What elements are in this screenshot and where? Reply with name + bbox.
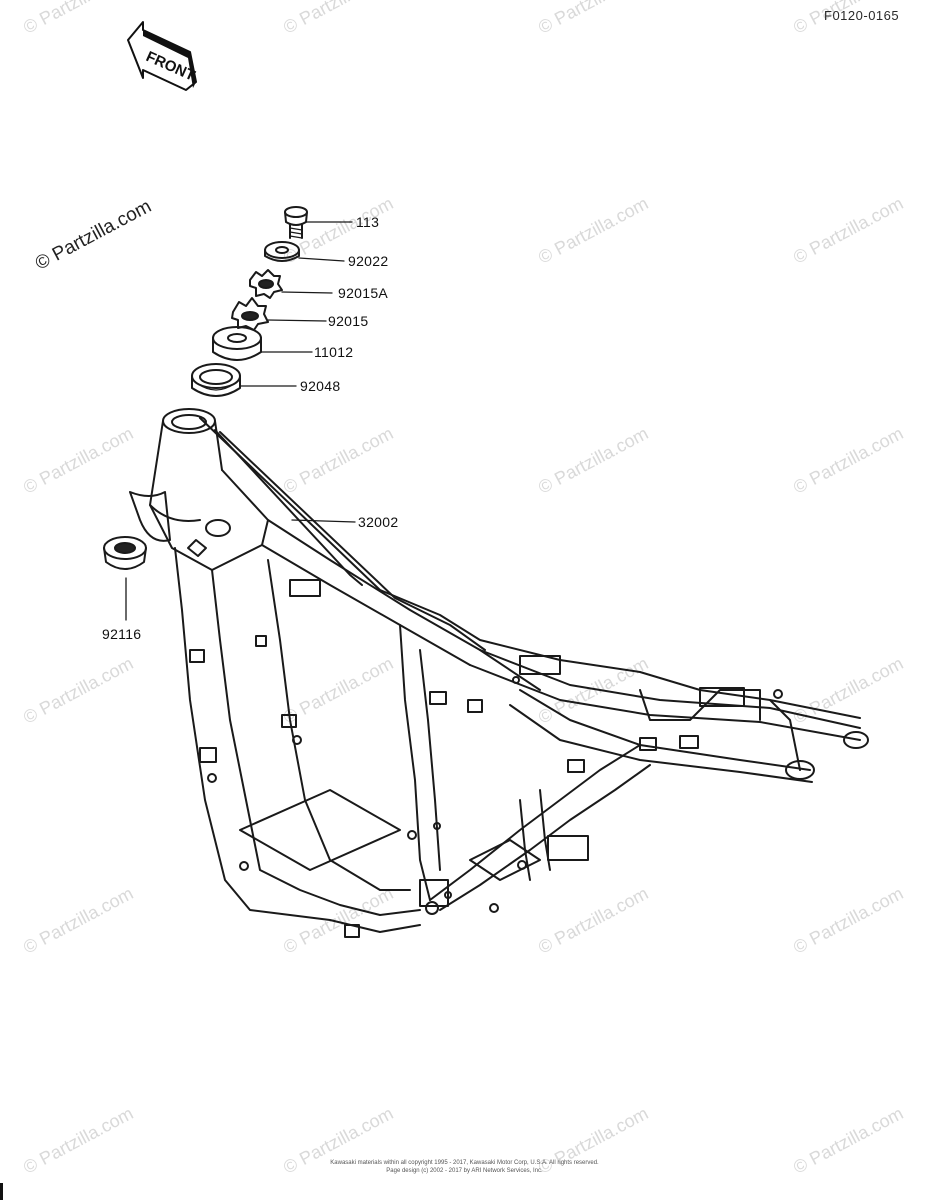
grommet-92116 [103, 536, 147, 570]
page-design-line: Page design (c) 2002 - 2017 by ARI Netwo… [386, 1168, 543, 1174]
nut-92015 [231, 297, 269, 331]
callout-92015: 92015 [328, 313, 369, 329]
callout-113: 113 [356, 214, 380, 230]
callout-11012: 11012 [314, 344, 354, 360]
front-arrow-icon: FRONT [127, 21, 197, 91]
callout-32002: 32002 [358, 514, 399, 530]
cap-11012 [212, 326, 262, 361]
leader-lines [125, 221, 356, 621]
callout-92048: 92048 [300, 378, 341, 394]
callout-92116: 92116 [102, 626, 142, 642]
frame-32002 [129, 408, 869, 938]
seal-92048 [191, 363, 241, 397]
washer-92022 [264, 241, 300, 262]
scan-edge-mark [0, 1183, 3, 1200]
nut-92015a [249, 269, 283, 299]
callout-92015a: 92015A [338, 285, 389, 301]
frame-bracket [189, 579, 745, 938]
bolt-113 [284, 206, 308, 239]
figure-code: F0120-0165 [824, 8, 900, 23]
copyright-line: Kawasaki materials within all copyright … [330, 1160, 599, 1166]
callout-92022: 92022 [348, 253, 389, 269]
